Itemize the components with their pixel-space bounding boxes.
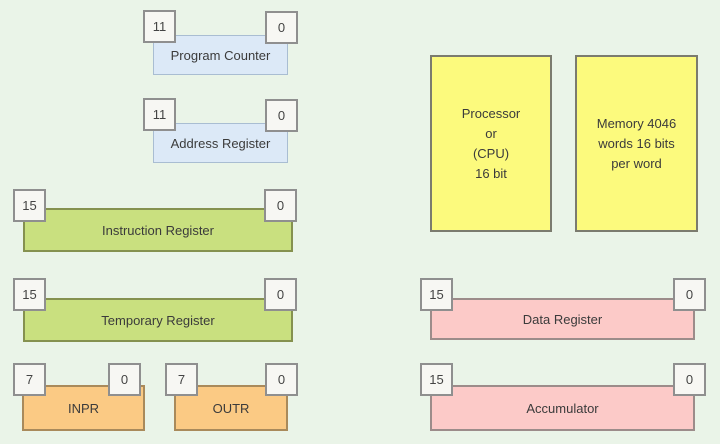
ar-low-bit-index: 0 [265,99,298,132]
outr-high-bit-index: 7 [165,363,198,396]
processor-block-line: 16 bit [475,165,507,181]
ac-high-bit-index: 15 [420,363,453,396]
processor-block-line: Processor [461,105,521,121]
outr-low-bit-index: 0 [265,363,298,396]
temporary-register-box: Temporary Register [23,298,293,342]
inpr-low-bit-index: 0 [108,363,141,396]
dr-low-bit-index: 0 [673,278,706,311]
processor-cpu-block: Processor or (CPU) 16 bit [430,55,552,232]
pc-low-bit-index: 0 [265,11,298,44]
ac-low-bit-index: 0 [673,363,706,396]
processor-block-line: or [485,125,497,141]
pc-high-bit-index: 11 [143,10,176,43]
dr-high-bit-index: 15 [420,278,453,311]
inpr-high-bit-index: 7 [13,363,46,396]
ar-high-bit-index: 11 [143,98,176,131]
memory-block-line: per word [611,155,662,171]
memory-block: Memory 4046 words 16 bits per word [575,55,698,232]
memory-block-line: Memory 4046 [596,115,677,131]
processor-block-line: (CPU) [472,145,510,161]
data-register-box: Data Register [430,298,695,340]
tr-high-bit-index: 15 [13,278,46,311]
ir-high-bit-index: 15 [13,189,46,222]
instruction-register-box: Instruction Register [23,208,293,252]
memory-block-line: words 16 bits [598,135,675,151]
ir-low-bit-index: 0 [264,189,297,222]
accumulator-register-box: Accumulator [430,385,695,431]
tr-low-bit-index: 0 [264,278,297,311]
